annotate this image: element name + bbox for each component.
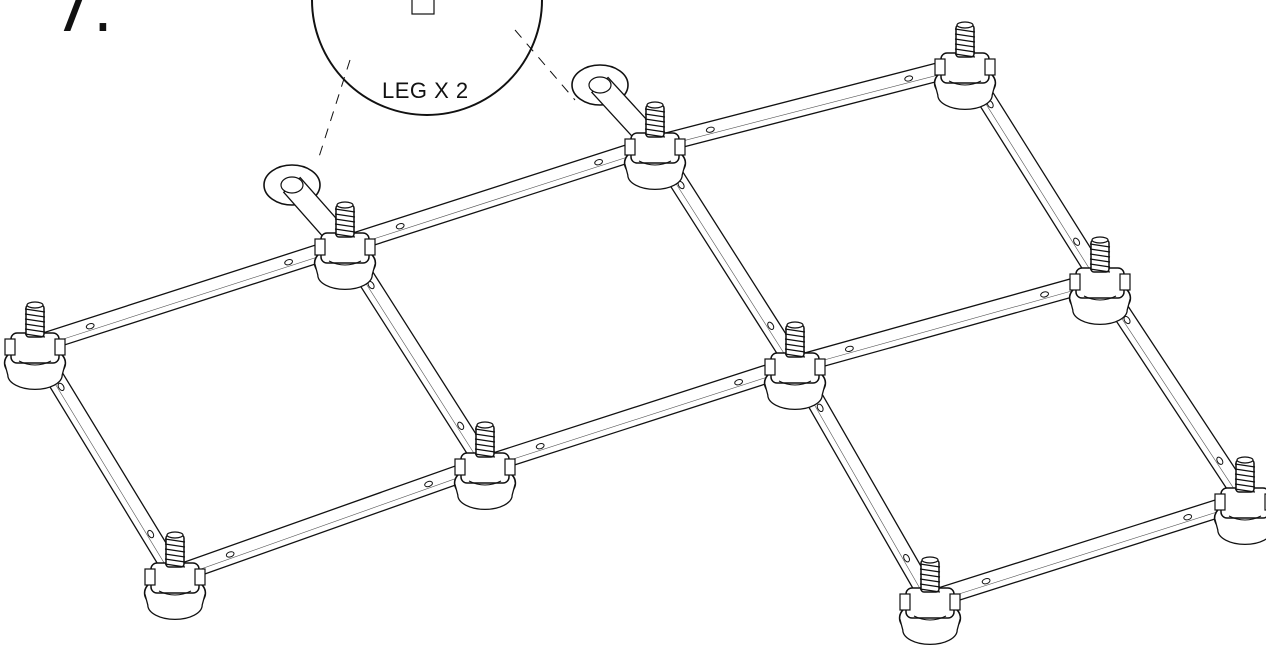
tube-bar bbox=[791, 270, 1104, 375]
tube-bar bbox=[926, 490, 1249, 610]
connector-joint bbox=[933, 21, 997, 111]
connector-joint bbox=[898, 556, 962, 646]
tube-bar bbox=[341, 135, 659, 255]
tube-bar bbox=[171, 455, 489, 585]
leg-callout-label: LEG X 2 bbox=[382, 78, 469, 103]
connector-joint bbox=[453, 421, 517, 511]
tube-bar bbox=[31, 235, 349, 355]
connector-joint bbox=[313, 201, 377, 291]
connector-joint bbox=[763, 321, 827, 411]
tube-bar bbox=[651, 55, 969, 155]
connector-joint bbox=[3, 301, 67, 391]
connector-joint bbox=[143, 531, 207, 621]
connector-joint bbox=[1213, 456, 1266, 546]
connector-joint bbox=[623, 101, 687, 191]
step-number: 7. bbox=[52, 0, 114, 47]
tube-bar bbox=[481, 355, 799, 475]
leg-callout-circle bbox=[311, 0, 576, 161]
connector-joint bbox=[1068, 236, 1132, 326]
